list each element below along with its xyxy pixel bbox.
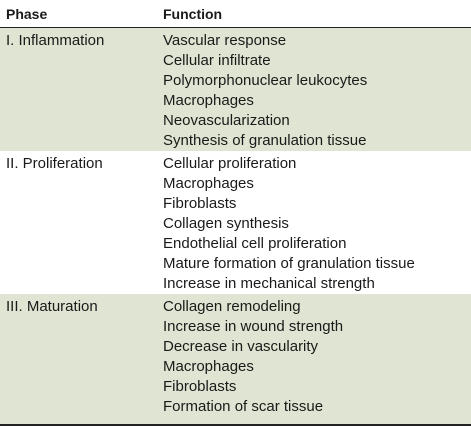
phase-name: II. Proliferation	[6, 155, 103, 172]
list-item: Decrease in vascularity	[163, 338, 319, 355]
list-item: Vascular response	[163, 32, 287, 49]
table-row-maturation: III. Maturation Collagen remodeling Incr…	[0, 294, 471, 425]
list-item: Synthesis of granulation tissue	[163, 132, 367, 149]
list-item: Neovascularization	[163, 112, 290, 129]
list-item: Increase in wound strength	[163, 318, 344, 335]
list-item: Cellular proliferation	[163, 155, 297, 172]
phase-name: III. Maturation	[6, 298, 98, 315]
list-item: Collagen synthesis	[163, 215, 289, 232]
list-item: Macrophages	[163, 358, 254, 375]
bottom-rule	[0, 424, 471, 426]
phase-name: I. Inflammation	[6, 32, 105, 49]
list-item: Mature formation of granulation tissue	[163, 255, 415, 272]
function-list: Cellular proliferation Macrophages Fibro…	[163, 154, 415, 294]
list-item: Formation of scar tissue	[163, 398, 324, 415]
table-header: Phase Function	[0, 0, 471, 28]
list-item: Fibroblasts	[163, 378, 237, 395]
header-function: Function	[163, 6, 223, 22]
list-item: Polymorphonuclear leukocytes	[163, 72, 368, 89]
list-item: Macrophages	[163, 92, 254, 109]
list-item: Endothelial cell proliferation	[163, 235, 347, 252]
function-list: Vascular response Cellular infiltrate Po…	[163, 31, 367, 151]
list-item: Collagen remodeling	[163, 298, 301, 315]
header-phase: Phase	[6, 6, 48, 22]
table-row-proliferation: II. Proliferation Cellular proliferation…	[0, 151, 471, 294]
list-item: Increase in mechanical strength	[163, 275, 375, 292]
list-item: Cellular infiltrate	[163, 52, 271, 69]
function-list: Collagen remodeling Increase in wound st…	[163, 297, 343, 417]
table-row-inflammation: I. Inflammation Vascular response Cellul…	[0, 28, 471, 151]
list-item: Macrophages	[163, 175, 254, 192]
list-item: Fibroblasts	[163, 195, 237, 212]
